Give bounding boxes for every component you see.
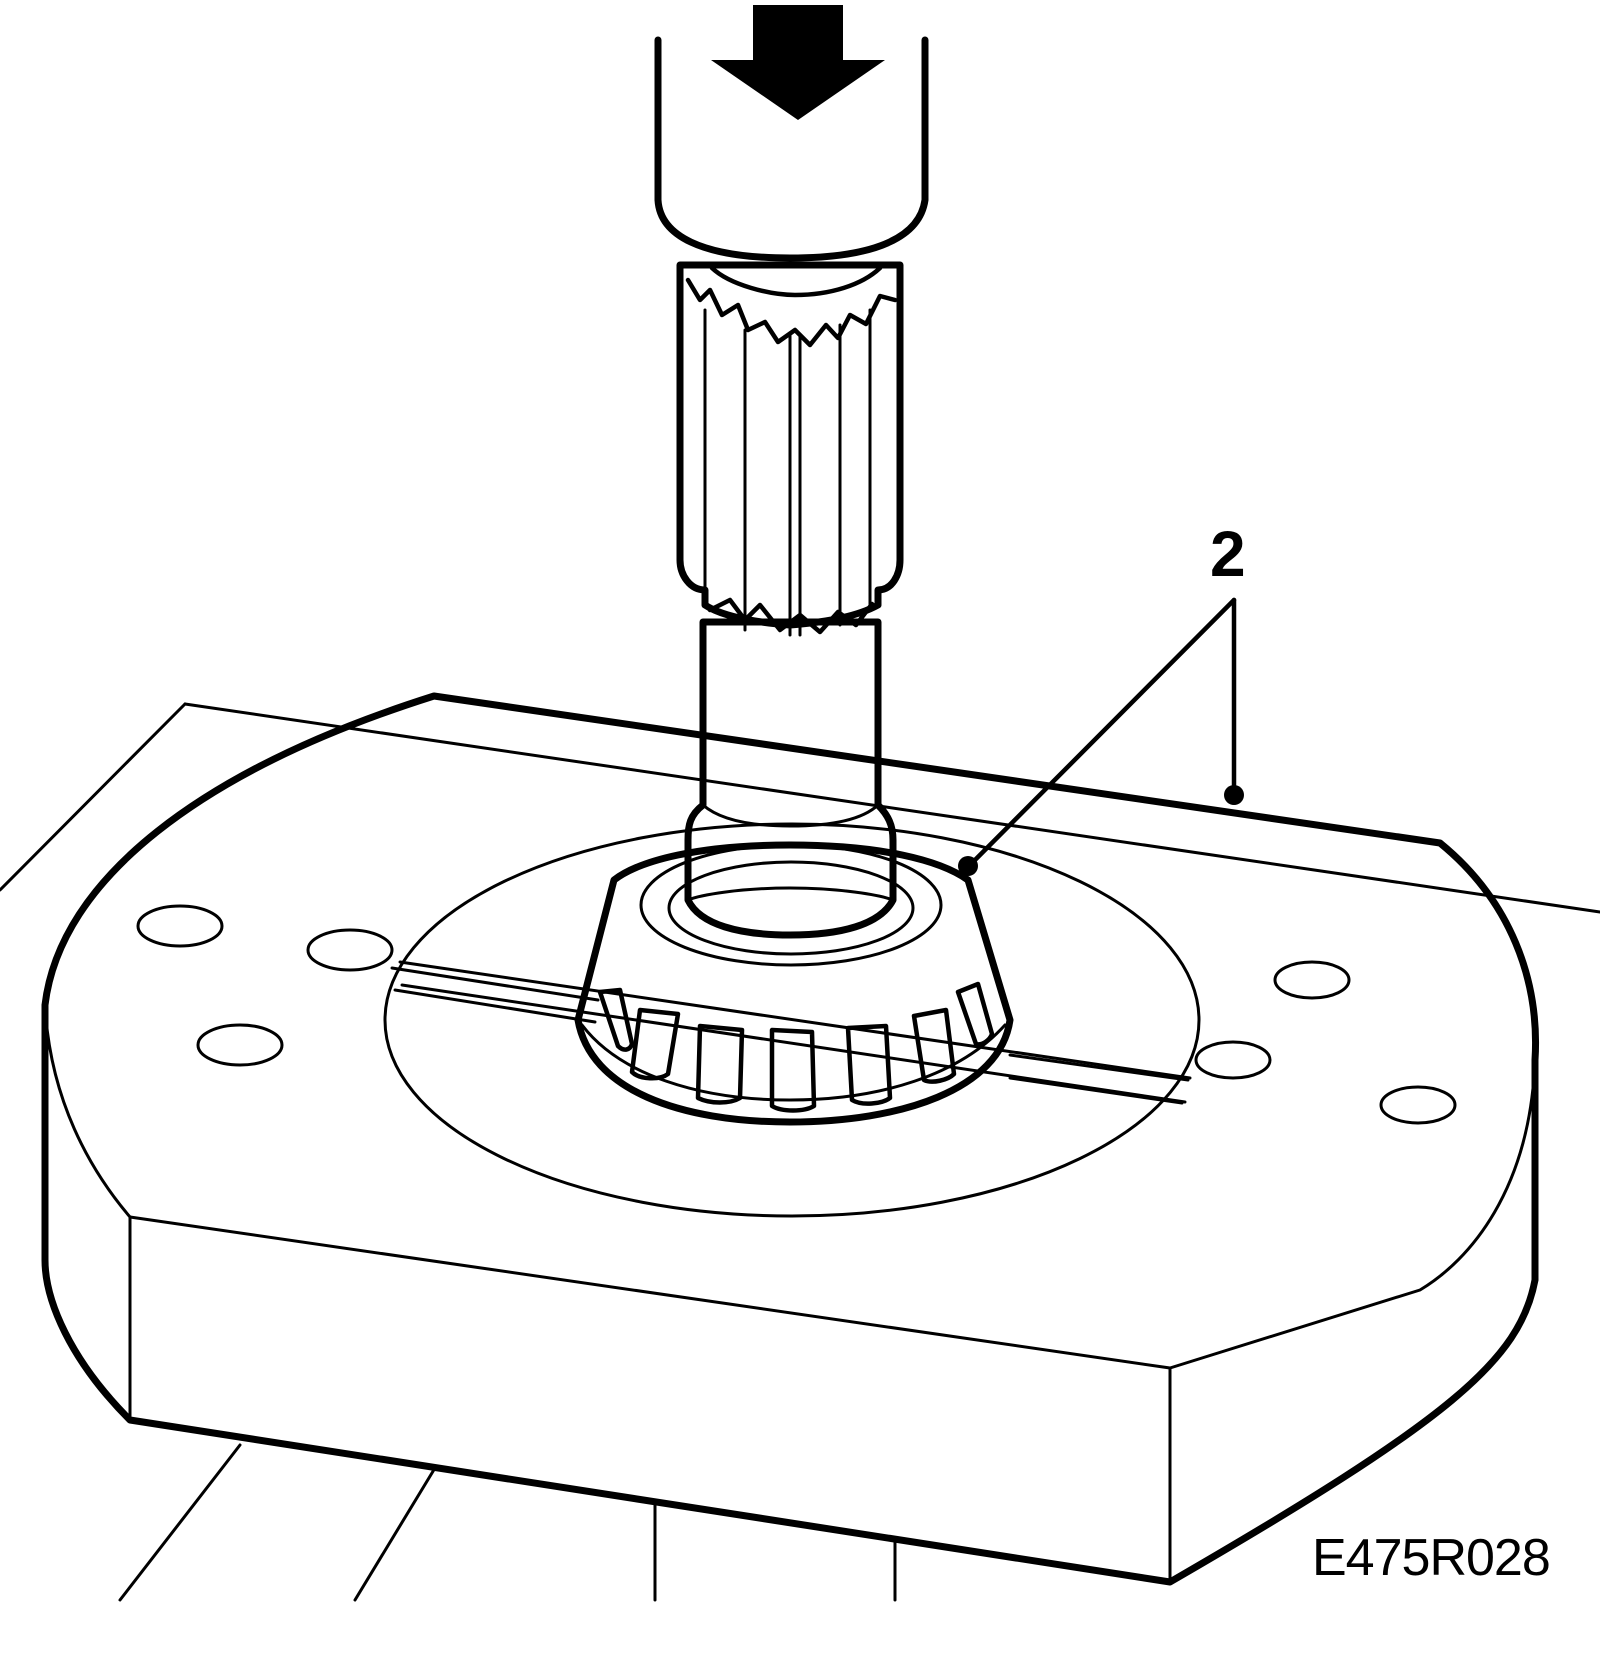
callout-leader-2 (958, 597, 1244, 876)
tapered-roller-bearing (574, 841, 1014, 1126)
shaft (684, 618, 897, 939)
base-plate (41, 692, 1540, 1586)
press-tool (654, 36, 929, 262)
bolt-holes (136, 904, 1457, 1125)
bearing-rollers (597, 981, 995, 1113)
figure-code: E475R028 (1312, 1529, 1551, 1587)
down-arrow-icon (711, 5, 885, 120)
support-ring (383, 822, 1201, 1218)
support-block (0, 702, 1600, 1602)
callout-number-2: 2 (1210, 518, 1246, 590)
splined-shaft (676, 261, 904, 637)
